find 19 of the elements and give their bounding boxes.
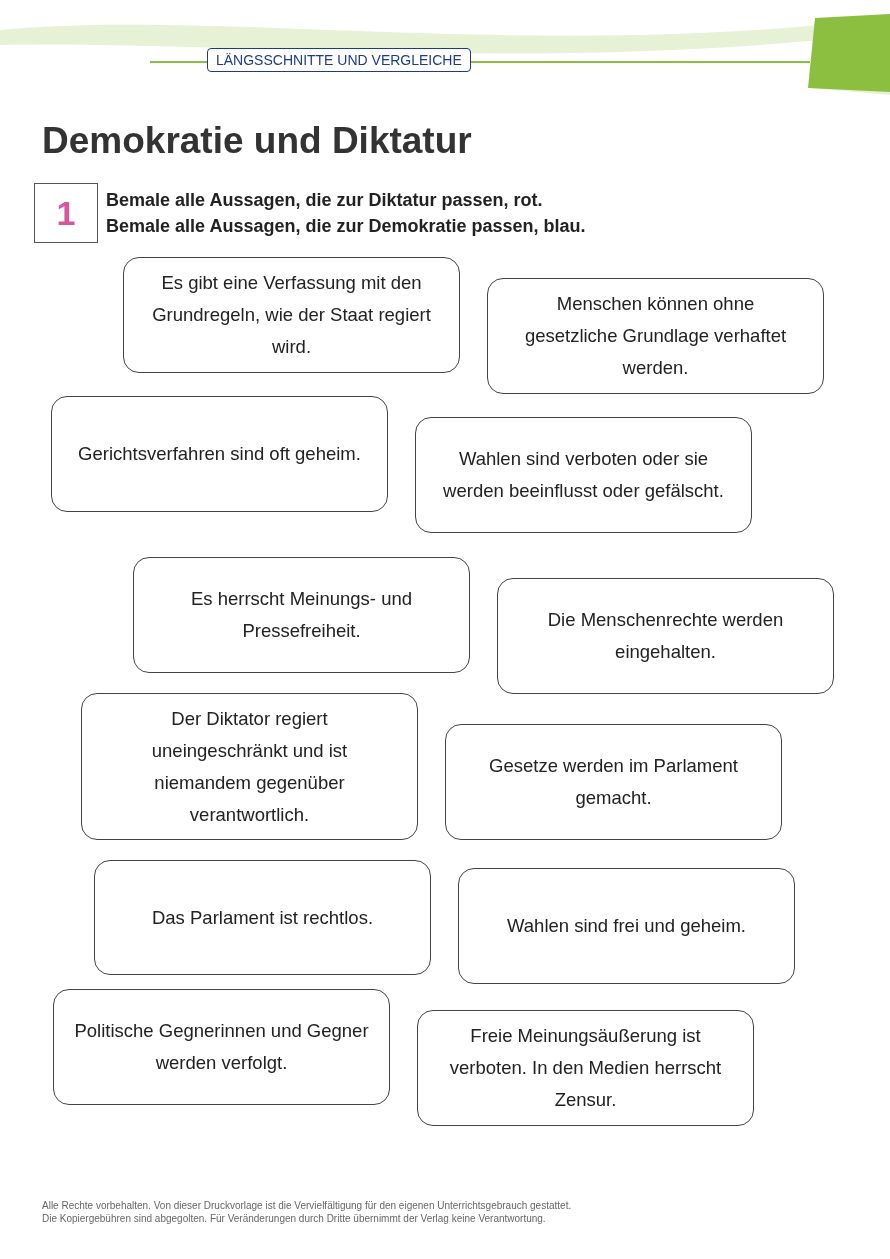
statement-card: Wahlen sind frei und geheim.	[458, 868, 795, 984]
instruction-text: Bemale alle Aussagen, die zur Demokratie passen, blau.	[106, 215, 586, 238]
statement-card: Wahlen sind verboten oder sie werden beeinflusst oder gefälscht.	[415, 417, 752, 533]
statement-card: Menschen können ohne gesetzliche Grundlage verhaftet werden.	[487, 278, 824, 394]
instruction-text: Bemale alle Aussagen, die zur Diktatur passen, rot.	[106, 189, 544, 212]
task-number-box: 1	[34, 183, 98, 243]
statement-card: Das Parlament ist rechtlos.	[94, 860, 431, 975]
statement-card: Freie Meinungsäußerung ist verboten. In den Medien herrscht Zensur.	[417, 1010, 754, 1126]
footer-note: Die Kopiergebühren sind abgegolten. Für Veränderungen durch Dritte übernimmt der Verlag keine Verantwortung.	[42, 1212, 547, 1225]
statement-card: Es herrscht Meinungs- und Pressefreiheit.	[133, 557, 470, 673]
section-tag: LÄNGSSCHNITTE UND VERGLEICHE	[207, 48, 471, 72]
page-title: Demokratie und Diktatur	[42, 119, 472, 163]
statement-card: Gerichtsverfahren sind oft geheim.	[51, 396, 388, 512]
statement-card: Die Menschenrechte werden eingehalten.	[497, 578, 834, 694]
footer-note: Alle Rechte vorbehalten. Von dieser Druckvorlage ist die Vervielfältigung für den eigenen Unterrichtsgebrauch gestattet.	[42, 1199, 572, 1212]
statement-card: Gesetze werden im Parlament gemacht.	[445, 724, 782, 840]
statement-card: Politische Gegnerinnen und Gegner werden verfolgt.	[53, 989, 390, 1105]
statement-card: Der Diktator regiert uneingeschränkt und ist niemandem gegenüber verantwortlich.	[81, 693, 418, 840]
statement-card: Es gibt eine Verfassung mit den Grundregeln, wie der Staat regiert wird.	[123, 257, 460, 373]
